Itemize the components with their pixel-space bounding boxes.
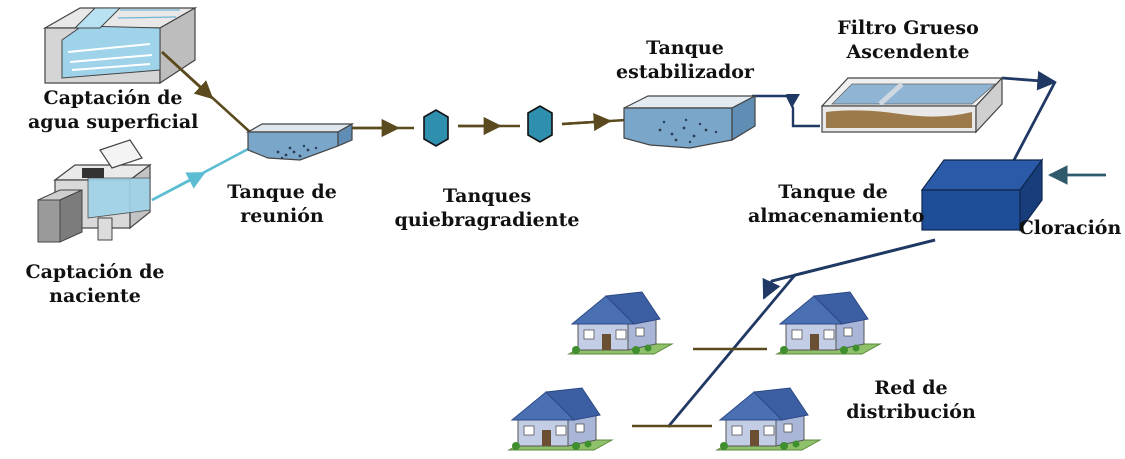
house-bottom-right-icon: [716, 387, 821, 451]
tanque-estabilizador-icon: [623, 95, 756, 149]
filtro-to-almacenamiento-line: [1012, 81, 1057, 161]
surface-intake-icon: [42, 6, 198, 85]
house-bottom-left-icon: [508, 387, 613, 451]
spring-intake-icon: [37, 139, 152, 243]
house-top-right-icon: [776, 291, 881, 355]
spring-flow-arrow: [151, 171, 206, 202]
label-filtro-grueso: Filtro Grueso Ascendente: [837, 17, 979, 63]
tanque-quiebra-2-icon: [527, 105, 553, 143]
label-tanques-quiebragradiente: Tanques quiebragradiente: [394, 185, 580, 231]
estabilizador-to-filtro-line: [752, 94, 820, 128]
surface-flow-arrow: [161, 51, 214, 100]
label-captacion-superficial: Captación de agua superficial: [28, 87, 199, 133]
label-tanque-almacenamiento: Tanque de almacenamiento: [748, 181, 925, 227]
label-tanque-reunion: Tanque de reunión: [227, 181, 337, 227]
tanque-quiebra-1-icon: [423, 109, 449, 147]
label-red-distribucion: Red de distribución: [846, 377, 976, 423]
label-captacion-naciente: Captación de naciente: [25, 261, 165, 307]
flow-lines: [151, 51, 1106, 428]
label-cloracion: Cloración: [1018, 217, 1122, 239]
filtro-grueso-icon: [820, 76, 1004, 134]
network-flow-arrow: [762, 238, 936, 300]
quiebra-flow-arrow-2: [561, 112, 612, 132]
label-tanque-estabilizador: Tanque estabilizador: [616, 37, 754, 83]
tanque-almacenamiento-icon: [920, 158, 1044, 232]
vent-pipe: [786, 94, 800, 106]
filtro-outlet-line: [1001, 70, 1057, 91]
house-top-left-icon: [568, 291, 673, 355]
tanque-reunion-icon: [245, 122, 355, 161]
